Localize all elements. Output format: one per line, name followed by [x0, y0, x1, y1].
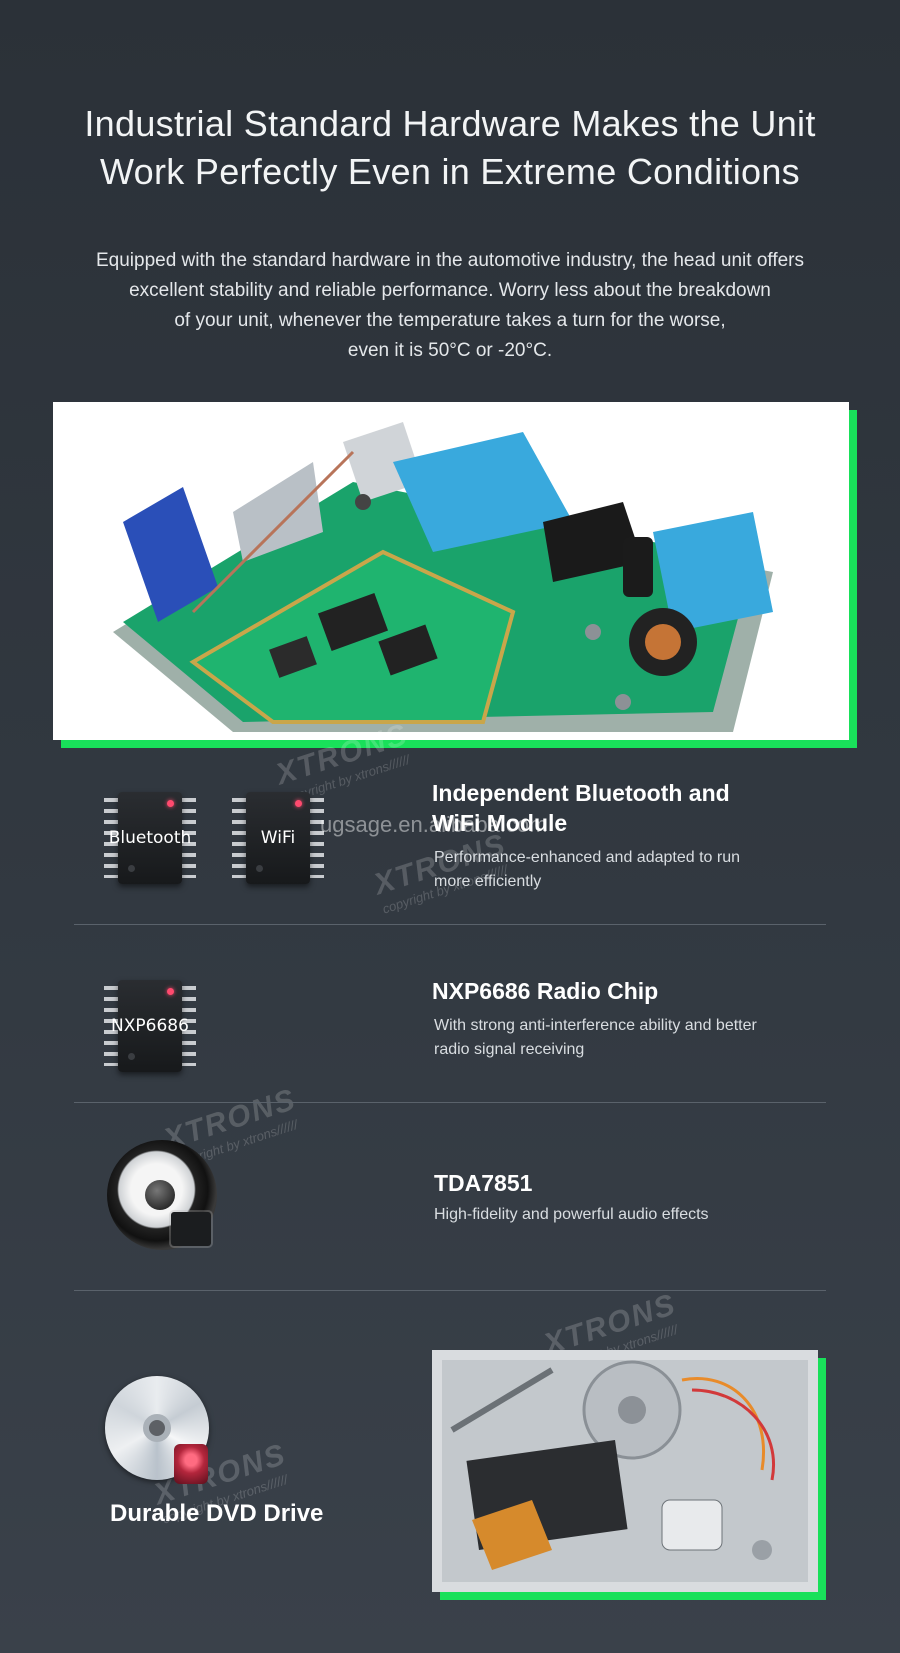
feature-title-line2: WiFi Module [432, 810, 568, 836]
intro-line2: excellent stability and reliable perform… [129, 280, 771, 301]
chip-label: WiFi [260, 828, 296, 848]
circuit-board-image [53, 402, 849, 740]
bluetooth-chip-icon: Bluetooth [104, 790, 196, 886]
feature-title-radio-chip: NXP6686 Radio Chip [432, 978, 659, 1004]
feature-desc-line2: more efficiently [434, 873, 542, 890]
page-title-line2: Work Perfectly Even in Extreme Condition… [100, 151, 800, 192]
feature-title-line1: Independent Bluetooth and [432, 780, 730, 806]
section-divider [74, 924, 826, 925]
chip-label: Bluetooth [108, 828, 192, 848]
section-divider [74, 1290, 826, 1291]
intro-line4: even it is 50°C or -20°C. [347, 340, 553, 361]
radio-chip-icon: NXP6686 [104, 978, 196, 1074]
feature-desc-radio-chip: With strong anti-interference ability an… [434, 1014, 757, 1062]
feature-title-amplifier: TDA7851 [434, 1170, 533, 1196]
chip-label: NXP6686 [111, 1016, 189, 1036]
feature-title-dvd-drive: Durable DVD Drive [110, 1500, 324, 1527]
feature-title-bluetooth-wifi: Independent Bluetooth and WiFi Module [432, 778, 730, 838]
intro-line3: of your unit, whenever the temperature t… [174, 310, 726, 331]
page-title-line1: Industrial Standard Hardware Makes the U… [84, 103, 816, 144]
intro-line1: Equipped with the standard hardware in t… [95, 250, 805, 271]
circuit-board-illustration [53, 402, 849, 740]
section-divider [74, 1102, 826, 1103]
feature-desc-line1: With strong anti-interference ability an… [434, 1017, 757, 1034]
feature-desc-line2: radio signal receiving [434, 1041, 585, 1058]
intro-paragraph: Equipped with the standard hardware in t… [60, 246, 840, 366]
speaker-icon [107, 1140, 217, 1250]
wifi-chip-icon: WiFi [232, 790, 324, 886]
feature-desc-bluetooth-wifi: Performance-enhanced and adapted to run … [434, 846, 740, 894]
dvd-drive-illustration [432, 1350, 818, 1592]
dvd-drive-image [432, 1350, 818, 1592]
feature-desc-amplifier: High-fidelity and powerful audio effects [434, 1206, 709, 1223]
feature-desc-line1: Performance-enhanced and adapted to run [434, 849, 740, 866]
dvd-drive-photo [432, 1350, 826, 1600]
page-title: Industrial Standard Hardware Makes the U… [40, 100, 860, 196]
laser-lens-icon [174, 1444, 208, 1484]
circuit-board-photo [53, 402, 857, 748]
amplifier-chip-icon [171, 1212, 211, 1246]
